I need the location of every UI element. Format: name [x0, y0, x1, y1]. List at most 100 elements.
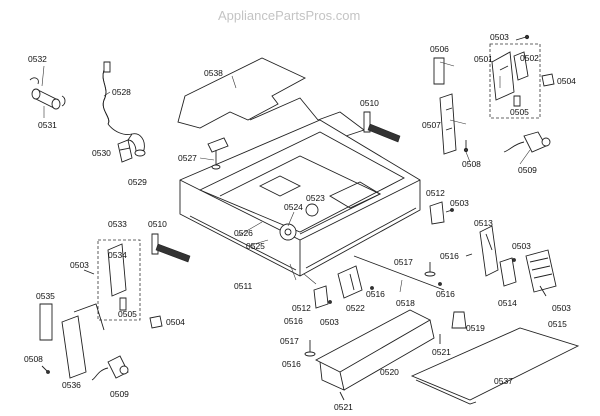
- label-0532: 0532: [28, 54, 47, 64]
- label-0516-right: 0516: [440, 251, 459, 261]
- label-0508-top: 0508: [462, 159, 481, 169]
- label-0522: 0522: [346, 303, 365, 313]
- label-0516-bottom-left: 0516: [284, 316, 303, 326]
- spring-bracket-0510-left: [151, 233, 191, 263]
- label-0519: 0519: [466, 323, 485, 333]
- bearing-0504-left: [149, 315, 163, 329]
- label-0535: 0535: [36, 291, 55, 301]
- hinge-plate-0535: [39, 303, 53, 341]
- screw-0508-top: [463, 140, 469, 153]
- label-0520: 0520: [380, 367, 399, 377]
- label-0505-left: 0505: [118, 309, 137, 319]
- hinge-bracket-0536: [61, 303, 105, 379]
- tub-base-0511: [179, 97, 421, 277]
- label-0509-left: 0509: [110, 389, 129, 399]
- label-0503-bottom: 0503: [320, 317, 339, 327]
- label-0513: 0513: [474, 218, 493, 228]
- hose-clamp-0530: [117, 139, 133, 163]
- foot-0517-bottom: [304, 340, 316, 357]
- label-0521-bottom: 0521: [334, 402, 353, 412]
- label-0528: 0528: [112, 87, 131, 97]
- top-cover-0538: [177, 57, 306, 129]
- label-0536: 0536: [62, 380, 81, 390]
- label-0501: 0501: [474, 54, 493, 64]
- kick-plate-0520: [315, 309, 435, 391]
- label-0511: 0511: [234, 281, 253, 291]
- label-0538: 0538: [204, 68, 223, 78]
- label-0537: 0537: [494, 376, 513, 386]
- label-0506: 0506: [430, 44, 449, 54]
- latch-assembly-box: [489, 43, 541, 119]
- label-0533: 0533: [108, 219, 127, 229]
- leader-lines: [41, 61, 531, 293]
- cable-pulley-0509-left: [91, 355, 129, 381]
- label-0527: 0527: [178, 153, 197, 163]
- clip-0505-left: [119, 297, 127, 311]
- toe-panel-0537: [410, 327, 580, 405]
- label-0518: 0518: [396, 298, 415, 308]
- label-0503-right: 0503: [512, 241, 531, 251]
- clip-0512-top: [429, 201, 445, 225]
- label-0515: 0515: [548, 319, 567, 329]
- label-0504-left: 0504: [166, 317, 185, 327]
- label-0523: 0523: [306, 193, 325, 203]
- label-0534: 0534: [108, 250, 127, 260]
- cable-pulley-0509-top: [503, 131, 551, 153]
- label-0510-top: 0510: [360, 98, 379, 108]
- foot-0517-top: [424, 262, 436, 277]
- screw-0503-mid-right: [445, 208, 454, 213]
- label-0526: 0526: [234, 228, 253, 238]
- label-0517-top: 0517: [394, 257, 413, 267]
- motor-0522: [337, 265, 363, 299]
- bearing-0504-top: [541, 73, 555, 87]
- part-labels: 0532 0531 0528 0530 0529 0538 0527 0510 …: [24, 32, 576, 412]
- hinge-arm-0501: [491, 51, 515, 101]
- label-0505-top: 0505: [510, 107, 529, 117]
- watermark-text: AppliancePartsPros.com: [218, 8, 360, 23]
- bracket-0534: [107, 243, 127, 297]
- label-0509-top: 0509: [518, 165, 537, 175]
- label-0503-top: 0503: [490, 32, 509, 42]
- clip-0505-top: [513, 95, 521, 107]
- label-0503-left: 0503: [70, 260, 89, 270]
- fitting-0529: [127, 133, 146, 157]
- label-0502: 0502: [520, 53, 539, 63]
- latch-bracket-0513: [479, 225, 499, 277]
- latch-assembly-box-left: [97, 239, 141, 321]
- hose-0528: [102, 61, 133, 135]
- label-0504-top: 0504: [557, 76, 576, 86]
- hose-0531: [29, 77, 66, 110]
- label-0517-bottom: 0517: [280, 336, 299, 346]
- hinge-plate-0506: [433, 57, 445, 85]
- label-0508-left: 0508: [24, 354, 43, 364]
- screw-0503-top: [515, 34, 530, 41]
- clip-0512-bottom: [313, 285, 329, 309]
- hinge-link-0502: [513, 51, 529, 81]
- label-0503-mid-right: 0503: [450, 198, 469, 208]
- screws-0503-right: [512, 258, 547, 297]
- label-0529: 0529: [128, 177, 147, 187]
- latch-0514: [499, 257, 517, 287]
- rod-0518: [353, 255, 445, 291]
- screw-0508-left: [41, 365, 50, 374]
- screw-0521-bottom: [339, 391, 345, 401]
- label-0503-far-right: 0503: [552, 303, 571, 313]
- label-0516-lower-right: 0516: [436, 289, 455, 299]
- label-0516-bottom: 0516: [282, 359, 301, 369]
- label-0524: 0524: [284, 202, 303, 212]
- small-parts-center: [328, 253, 473, 304]
- latch-cover-0515: [525, 249, 557, 293]
- spring-bracket-0510-top: [363, 111, 401, 143]
- label-0512-bottom: 0512: [292, 303, 311, 313]
- label-0510-left: 0510: [148, 219, 167, 229]
- label-0531: 0531: [38, 120, 57, 130]
- label-0525: 0525: [246, 241, 265, 251]
- screw-0503-left: [83, 269, 95, 275]
- label-0521-mid: 0521: [432, 347, 451, 357]
- label-0507: 0507: [422, 120, 441, 130]
- label-0516-center: 0516: [366, 289, 385, 299]
- foot-0519: [451, 311, 467, 329]
- label-0512-top: 0512: [426, 188, 445, 198]
